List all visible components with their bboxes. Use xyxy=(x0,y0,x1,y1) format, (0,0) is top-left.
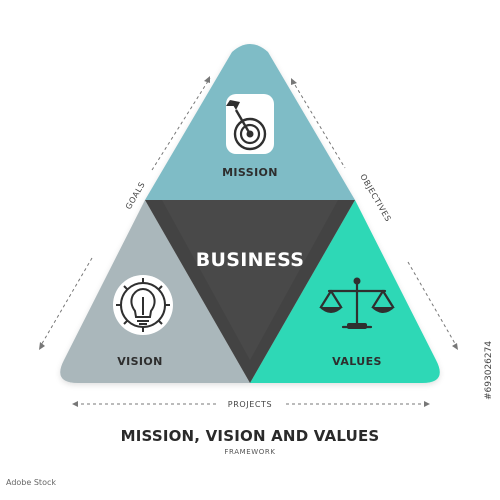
edge-label-projects: PROJECTS xyxy=(228,400,272,409)
stock-watermark: Adobe Stock xyxy=(6,478,56,487)
arrowhead-projects-right xyxy=(424,401,430,407)
mission-label: MISSION xyxy=(222,166,278,179)
arrow-right-lower xyxy=(407,261,458,348)
business-segment xyxy=(145,200,355,383)
arrow-heads xyxy=(39,76,458,407)
values-label: VALUES xyxy=(332,355,382,368)
diagram-title: MISSION, VISION AND VALUES xyxy=(120,427,380,445)
arrow-right-upper xyxy=(291,79,346,169)
arrowhead-objectives xyxy=(291,78,297,85)
lightbulb-gear-icon xyxy=(113,275,173,335)
stock-image-id: #693026274 xyxy=(484,340,494,400)
target-dart-icon xyxy=(226,94,274,154)
business-label: BUSINESS xyxy=(196,249,304,271)
arrowhead-projects-left xyxy=(72,401,78,407)
values-shade xyxy=(250,200,355,383)
arrowhead-values xyxy=(452,343,458,350)
arrowhead-goals xyxy=(204,76,210,83)
diagram-subtitle: FRAMEWORK xyxy=(224,448,276,456)
arrow-left-upper xyxy=(151,77,211,171)
edge-label-objectives: OBJECTIVES xyxy=(358,173,393,224)
vision-shade xyxy=(145,200,250,383)
arrowhead-vision xyxy=(39,342,45,350)
arrow-left-lower xyxy=(39,257,93,348)
balance-scale-icon xyxy=(319,277,395,329)
vision-label: VISION xyxy=(117,355,163,368)
edge-arrows xyxy=(39,77,458,405)
